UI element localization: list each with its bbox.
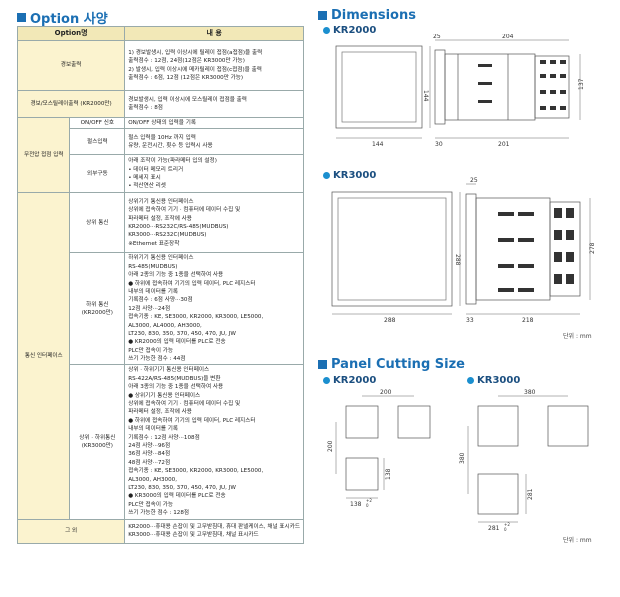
dim-label: 218	[522, 317, 534, 324]
group-comm-interface: 통신 인터페이스	[16, 192, 71, 520]
tol-label: +2	[366, 498, 372, 503]
kr2000-front-frame	[335, 45, 423, 129]
pc-kr2000-label: KR2000	[323, 375, 376, 386]
table-row: 하위 통신 (KR2000만) 하위기기 통신용 인터페이스 RS-485(MU…	[18, 252, 304, 366]
row-content: 하위기기 통신용 인터페이스 RS-485(MUDBUS) 아래 2종의 기능 …	[124, 252, 304, 366]
dim-label: 138	[385, 468, 392, 480]
tol-label: 0	[504, 527, 507, 532]
tol-label: +2	[504, 522, 510, 527]
cutout-3000-c	[477, 473, 519, 515]
table-row: 통신 인터페이스 상위 통신 상위기기 통신용 인터페이스 상위에 접속하여 기…	[16, 192, 304, 520]
option-table: Option명 내 용 경보출력 1) 경보발생시, 입력 이상시에 릴레이 접…	[16, 26, 304, 544]
unit-note: 단위 : mm	[563, 537, 592, 544]
dim-label: 288	[454, 254, 461, 266]
dim-label: 30	[435, 141, 443, 148]
dim-label: 25	[433, 34, 441, 40]
row-content: 아래 조작이 가능(파라메터 입의 설정) • 데이터 메모리 트리거 • 메세…	[124, 154, 304, 194]
dim-label: 137	[578, 78, 585, 90]
row-content: 상위기기 통신용 인터페이스 상위에 접속하여 기기 · 컴퓨터에 데이터 수집…	[124, 192, 304, 254]
row-name: 경보출력	[16, 40, 126, 91]
bullet-dot-icon	[323, 27, 330, 34]
bullet-dot-icon	[323, 377, 330, 384]
dimensions-title: Dimensions	[318, 8, 416, 23]
pc-kr3000-label: KR3000	[467, 375, 520, 386]
bullet-dot-icon	[467, 377, 474, 384]
dim-label: 281	[488, 525, 500, 532]
row-content: 경보발생시, 입력 이상시에 모스릴레이 접점을 출력 출력점수 : 8점	[124, 90, 304, 118]
kr2000-side-body	[444, 53, 536, 121]
row-name: 외부구동	[69, 154, 126, 194]
dim-label: 33	[466, 317, 474, 324]
row-content: 펄스 입력을 10Hz 까지 입력 유량, 운전시간, 횟수 등 입력시 사용	[124, 128, 304, 156]
kr2000-terminals	[534, 55, 570, 119]
bullet-square-icon	[318, 360, 327, 369]
bullet-dot-icon	[323, 172, 330, 179]
row-name: 상위 통신	[69, 192, 126, 254]
panel-cutting-drawing: 200 200 138 138 380 380 281 281 +2 0 +2 …	[327, 389, 589, 532]
kr3000-front-screen	[337, 197, 447, 301]
dim-label: 144	[372, 141, 384, 148]
dim-label: 288	[384, 317, 396, 324]
row-content: 1) 경보발생시, 입력 이상시에 릴레이 접점(a접점)을 출력 출력점수 :…	[124, 40, 304, 91]
cutout-2000-b	[397, 405, 431, 439]
kr2000-dimension-drawing: 25 204 144 137 144 30 201	[335, 34, 585, 148]
cutout-2000-a	[345, 405, 379, 439]
kr3000-side-bezel	[465, 193, 477, 305]
cutout-3000-a	[477, 405, 519, 447]
table-row: 경보/모스릴레이출력 (KR2000만) 경보발생시, 입력 이상시에 모스릴레…	[16, 90, 304, 118]
tol-label: 0	[366, 503, 369, 508]
dim-label: 204	[502, 34, 514, 40]
table-row: 그 외 KR2000···휴대용 손잡이 및 고무받침대, 휴대 판넬케이스, …	[16, 518, 304, 544]
table-row: 무전압 접점 입력 ON/OFF 신호 ON/OFF 상태의 입력을 기록	[16, 116, 304, 194]
cutout-3000-b	[547, 405, 589, 447]
row-name: 하위 통신 (KR2000만)	[69, 252, 126, 366]
kr3000-front-frame	[331, 191, 453, 307]
dim-label: 138	[350, 501, 362, 508]
dim-label: 278	[589, 242, 596, 254]
bullet-square-icon	[17, 13, 26, 22]
table-row: 경보출력 1) 경보발생시, 입력 이상시에 릴레이 접점(a접점)을 출력 출…	[16, 40, 304, 91]
option-title: Option 사양	[17, 8, 108, 27]
row-content: KR2000···휴대용 손잡이 및 고무받침대, 휴대 판넬케이스, 채널 표…	[124, 518, 304, 544]
dim-label: 201	[498, 141, 510, 148]
dim-label: 200	[327, 440, 334, 452]
group-contact-input: 무전압 접점 입력	[16, 116, 71, 194]
table-row: 상위 · 하위통신 (KR3000만) 상위 · 하위기기 통신용 인터페이스 …	[18, 364, 304, 520]
kr2000-label: KR2000	[323, 25, 376, 36]
kr3000-dimension-drawing: 25 288 278 288 33 218	[331, 177, 596, 324]
kr2000-front-screen	[341, 51, 417, 123]
dim-label: 144	[422, 90, 429, 102]
row-name: ON/OFF 신호	[69, 116, 126, 130]
dim-label: 25	[470, 177, 478, 184]
kr2000-side-bezel	[434, 49, 446, 125]
row-name: 상위 · 하위통신 (KR3000만)	[69, 364, 126, 520]
row-name: 경보/모스릴레이출력 (KR2000만)	[16, 90, 126, 118]
panel-cutting-title: Panel Cutting Size	[318, 357, 465, 372]
kr3000-terminals	[549, 201, 581, 297]
kr3000-label: KR3000	[323, 170, 376, 181]
unit-note: 단위 : mm	[563, 333, 592, 340]
row-content: 상위 · 하위기기 통신용 인터페이스 RS-422A/RS-485(MUDBU…	[124, 364, 304, 520]
dim-label: 380	[459, 452, 466, 464]
dim-label: 281	[527, 488, 534, 500]
table-row: 외부구동 아래 조작이 가능(파라메터 입의 설정) • 데이터 메모리 트리거…	[18, 154, 304, 194]
row-content: ON/OFF 상태의 입력을 기록	[124, 116, 304, 130]
table-header: Option명 내 용	[16, 26, 304, 41]
dim-label: 200	[380, 389, 392, 396]
header-option-name: Option명	[16, 26, 126, 41]
header-content: 내 용	[124, 26, 304, 41]
bullet-square-icon	[318, 11, 327, 20]
cutout-2000-c	[345, 457, 379, 491]
dim-label: 380	[524, 389, 536, 396]
row-name: 그 외	[16, 518, 126, 544]
row-name: 펄스입력	[69, 128, 126, 156]
